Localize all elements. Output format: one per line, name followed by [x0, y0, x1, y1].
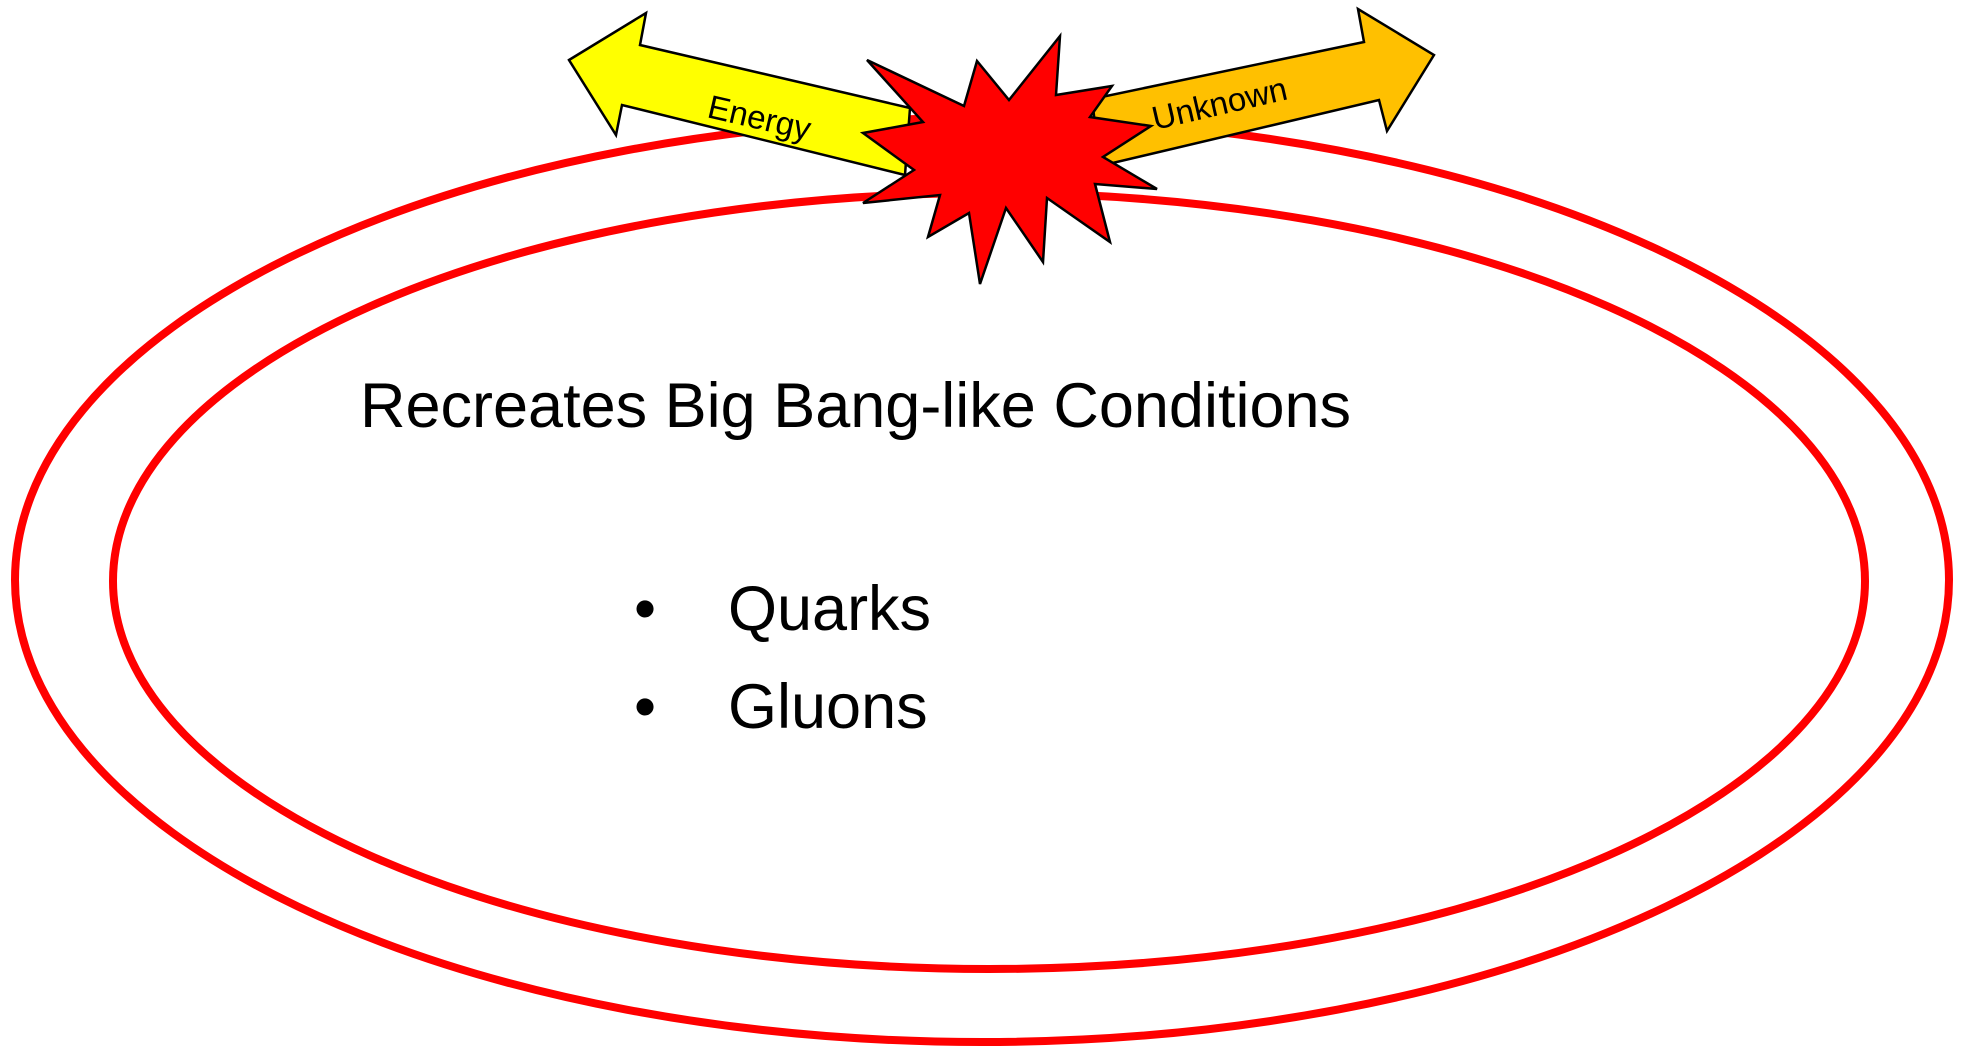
list-item-label: Quarks	[728, 574, 932, 644]
list-item-quarks: • Quarks	[620, 560, 931, 658]
inner-ring	[109, 189, 1869, 973]
page-title: Recreates Big Bang-like Conditions	[360, 371, 1352, 441]
bullet-list: • Quarks • Gluons	[620, 560, 931, 756]
list-item-gluons: • Gluons	[620, 658, 931, 756]
bullet-dot: •	[634, 672, 657, 742]
bullet-dot: •	[634, 574, 657, 644]
list-item-label: Gluons	[728, 672, 928, 742]
collision-burst-icon	[859, 32, 1158, 285]
